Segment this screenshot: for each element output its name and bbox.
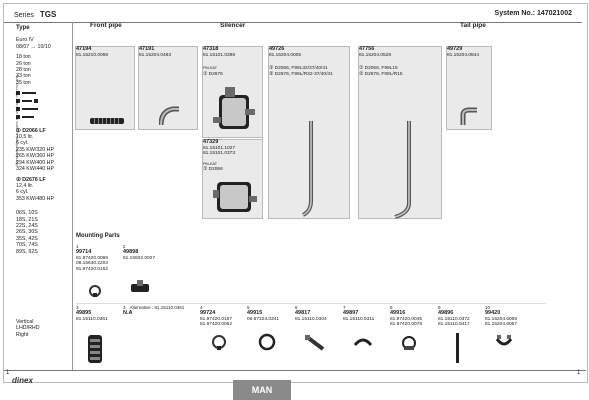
silencer-icon — [213, 182, 257, 212]
pipe-icon — [302, 121, 313, 217]
col-tail-pipe: Tail pipe — [460, 22, 486, 29]
oe-number: 81.97420.0078 — [390, 322, 423, 328]
clamp-icon — [89, 285, 101, 297]
mount-index: 1 — [76, 244, 79, 249]
tail-pipe-icon — [460, 107, 477, 125]
page-number-right: 1 — [577, 370, 581, 376]
oe-number: 81.15204.6067 — [485, 322, 518, 328]
oe-number: 81.97420.0062 — [200, 322, 233, 328]
part-card-49726[interactable]: 49726 81.15204.0005 ① D2066, F99L32/37/4… — [268, 46, 350, 219]
mount-part-icon — [212, 335, 226, 350]
engine-1-block: ① D2066 LF 10,5 ltr. 6 cyl. 235 KW/320 H… — [16, 127, 54, 173]
catalog-sheet — [3, 3, 588, 383]
mount-index: 7 — [343, 305, 346, 310]
oe-number: 81.15110.5311 — [343, 316, 375, 322]
mount-card-49898[interactable]: 49898 81.15502.0027 — [123, 249, 167, 302]
mount-index: 4 — [200, 305, 203, 310]
page-number-left: 1 — [6, 370, 10, 376]
mount-index: 3 — [76, 305, 79, 310]
mount-index: 10 — [485, 305, 491, 310]
silencer-icon — [213, 87, 255, 129]
dinex-logo: dinex — [12, 376, 33, 385]
mount-number: 49916 — [390, 310, 406, 316]
symbol-icons — [16, 91, 38, 120]
euro-class: Euro IV — [16, 37, 34, 44]
bracket-icon — [131, 280, 149, 292]
mounting-title: Mounting Parts — [76, 233, 120, 239]
orientation-info: Vertical LHD/RHD Right — [16, 319, 40, 338]
mount-card-na[interactable]: N.A — [123, 310, 197, 369]
mount-part-icon — [258, 333, 276, 351]
part-card-47191[interactable]: 47191 81.15204.0483 — [138, 46, 198, 130]
mount-index: 8 — [390, 305, 393, 310]
type-title: Type — [16, 25, 30, 31]
footer-bar — [4, 370, 586, 382]
mount-index: 6 — [295, 305, 298, 310]
mount-number: 49915 — [247, 310, 263, 316]
mount-number: 99724 — [200, 310, 216, 316]
years: 08/07 → 10/10 — [16, 43, 51, 50]
pipe-icon — [394, 121, 411, 219]
models-list: 06S, 10S 18S, 21S 22S, 24S 26S, 30S 35S,… — [16, 210, 38, 255]
flex-pipe-icon — [90, 118, 124, 124]
system-number: System No.: 147021002 — [494, 10, 572, 17]
part-card-47756[interactable]: 47756 81.15204.0528 ① D2066, F99L15 ② D2… — [358, 46, 442, 219]
oe-number: 81.97420.0045 — [390, 316, 423, 322]
oe-number: 81.97420.0157 — [200, 316, 233, 322]
alternative-note: Alternative : 81.15110.0361 — [129, 305, 185, 310]
mount-part-icon — [353, 338, 373, 346]
mount-number: 49896 — [438, 310, 454, 316]
mount-card-99714[interactable]: 99714 81.97420.0065 08.15640.2203 81.974… — [76, 249, 120, 302]
mount-number: 49895 — [76, 310, 92, 316]
mount-index: 9 — [438, 305, 441, 310]
oe-number: 81.15110.0304 — [295, 316, 327, 322]
mount-part-icon — [88, 335, 102, 363]
col-silencer: Silencer — [220, 22, 246, 29]
tons-list: 18 ton 26 ton 28 ton 33 ton 35 ton — [16, 54, 31, 86]
part-card-47329[interactable]: 47329 81.15101.1027 81.15101.0373 PM-KAT… — [202, 139, 263, 219]
mount-part-icon — [495, 335, 513, 346]
mount-index: 2 — [123, 244, 126, 249]
oe-number: 81.15110.0361 — [76, 316, 108, 322]
mount-part-icon — [456, 333, 459, 363]
sidebar-vehicle-info: Manufactured part numbers are used as a … — [4, 22, 73, 370]
bent-pipe-icon — [159, 106, 179, 126]
brand-tab[interactable]: MAN — [233, 380, 291, 400]
part-card-47318[interactable]: 47318 81.15101.0398 PM-KAT ① D2676 — [202, 46, 263, 138]
part-card-49729[interactable]: 49729 81.15204.0844 — [446, 46, 492, 130]
mount-part-icon — [402, 336, 416, 350]
mount-number: 49817 — [295, 310, 311, 316]
oe-number: 06.67124.0341 — [247, 316, 280, 322]
part-card-47194[interactable]: 47194 81.15210.0068 — [75, 46, 135, 130]
col-front-pipe: Front pipe — [90, 22, 122, 29]
mount-index: 5 — [247, 305, 250, 310]
engine-2-block: ② D2676 LF 12,4 ltr. 6 cyl. 353 KW/480 H… — [16, 176, 54, 202]
divider — [76, 303, 546, 304]
mount-number: 99420 — [485, 310, 501, 316]
mount-part-icon — [305, 335, 325, 351]
mount-number: N.A — [123, 310, 133, 316]
mount-number: 49897 — [343, 310, 359, 316]
oe-number: 81.15110.0372 — [438, 316, 470, 322]
oe-number: 81.15110.9417 — [438, 322, 470, 328]
oe-number: 81.15204.6069 — [485, 316, 518, 322]
